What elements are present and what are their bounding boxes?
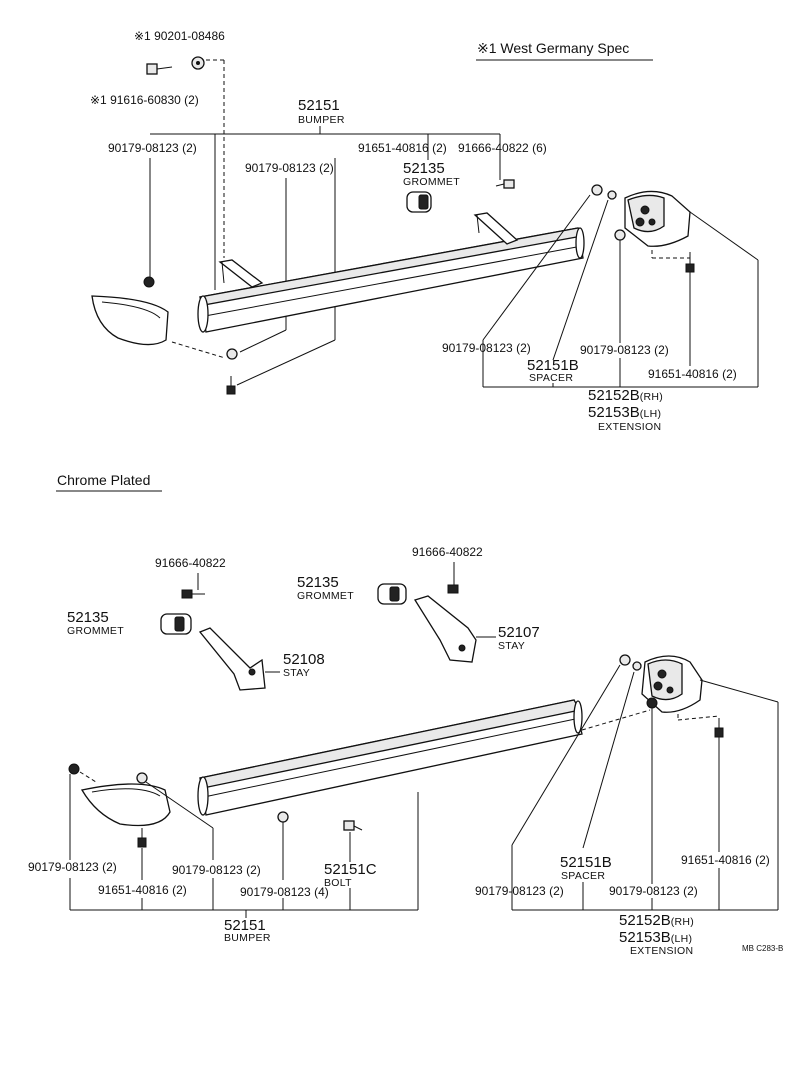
stay-right-name: STAY [498, 640, 525, 652]
bumper-bar-chrome [197, 699, 583, 816]
label-91651: 91651-40816 (2) [358, 141, 447, 155]
label-91666: 91666-40822 (6) [458, 141, 547, 155]
spacer-top-2 [607, 190, 617, 200]
header-bolt [146, 63, 173, 75]
stay-bolt [495, 179, 515, 189]
bumper-bar [197, 227, 585, 333]
ext-chrome-name: EXTENSION [630, 945, 693, 957]
spacer-top-1 [591, 184, 603, 196]
stay-bolt-left [181, 589, 205, 599]
stay-left-pn: 52108 [283, 651, 325, 668]
note-bolt-label: ※1 91616-60830 (2) [90, 93, 199, 107]
end-cap-left [91, 276, 169, 346]
bottom-bolt [226, 376, 236, 395]
header-nut [191, 56, 205, 70]
label-91651-ext: 91651-40816 (2) [648, 367, 737, 381]
bumper-chrome-name: BUMPER [224, 932, 271, 944]
label-90179-ext-chrome: 90179-08123 (2) [609, 884, 698, 898]
label-91651-a: 91651-40816 (2) [98, 883, 187, 897]
end-cap-left-chrome [80, 783, 171, 827]
stay-bolt-right [447, 584, 459, 594]
bolt-52151c [343, 820, 363, 831]
bumper-nut-bottom [277, 811, 289, 823]
label-90179-a: 90179-08123 (2) [28, 860, 117, 874]
label-90179-ext: 90179-08123 (2) [580, 343, 669, 357]
grommet-right-pn: 52135 [297, 574, 339, 591]
stay-52107 [414, 595, 477, 663]
grommet-left [160, 613, 192, 635]
extension-rh [624, 190, 691, 247]
endcap-bolt [137, 828, 147, 848]
label-90179-spacer-chrome: 90179-08123 (2) [475, 884, 564, 898]
section-heading: Chrome Plated [57, 472, 150, 488]
note-nut-label: ※1 90201-08486 [134, 29, 225, 43]
ext-chrome-rh-pn: 52152B(RH) [619, 912, 694, 929]
spacer-chrome-name: SPACER [561, 870, 605, 882]
grommet-right-name: GROMMET [297, 590, 354, 602]
grommet-name: GROMMET [403, 176, 460, 188]
spacer-chrome-pn: 52151B [560, 854, 612, 871]
label-91651-ext-chrome: 91651-40816 (2) [681, 853, 770, 867]
bolt-pn: 52151C [324, 861, 377, 878]
endcap-nut-a [68, 763, 80, 775]
stay-right-pn: 52107 [498, 624, 540, 641]
grommet-pn: 52135 [403, 160, 445, 177]
ext-bolt-bottom [714, 718, 724, 738]
ext-nut-top [614, 229, 626, 241]
ext-rh-pn: 52152B(RH) [588, 387, 663, 404]
spacer-bottom-2 [632, 661, 642, 671]
label-90179-c: 90179-08123 (4) [240, 885, 329, 899]
stay-left [218, 259, 264, 288]
ext-name: EXTENSION [598, 421, 661, 433]
label-91666-left: 91666-40822 [155, 556, 226, 570]
endcap-nut-b [136, 772, 148, 784]
label-90179-mid: 90179-08123 (2) [245, 161, 334, 175]
stay-left-name: STAY [283, 667, 310, 679]
label-90179-left: 90179-08123 (2) [108, 141, 197, 155]
grommet-left-name: GROMMET [67, 625, 124, 637]
spacer-pn: 52151B [527, 357, 579, 374]
grommet-right [377, 583, 407, 605]
reference-code: MB C283-B [742, 944, 783, 953]
bumper-chrome-pn: 52151 [224, 917, 266, 934]
ext-chrome-lh-pn: 52153B(LH) [619, 929, 692, 946]
spec-heading: ※1 West Germany Spec [477, 40, 629, 56]
label-90179-b: 90179-08123 (2) [172, 863, 261, 877]
bumper-name: BUMPER [298, 114, 345, 126]
spacer-bottom-1 [619, 654, 631, 666]
ext-nut-bottom [646, 697, 658, 709]
stay-right [473, 212, 519, 245]
grommet [406, 191, 432, 213]
bottom-nut [226, 348, 238, 360]
bolt-name: BOLT [324, 877, 352, 889]
spacer-name: SPACER [529, 372, 573, 384]
label-91666-right: 91666-40822 [412, 545, 483, 559]
extension-rh-chrome [641, 655, 703, 713]
grommet-left-pn: 52135 [67, 609, 109, 626]
stay-52108 [198, 627, 266, 691]
ext-bolt-top [685, 252, 695, 273]
ext-lh-pn: 52153B(LH) [588, 404, 661, 421]
bumper-pn: 52151 [298, 97, 340, 114]
label-90179-spacer: 90179-08123 (2) [442, 341, 531, 355]
